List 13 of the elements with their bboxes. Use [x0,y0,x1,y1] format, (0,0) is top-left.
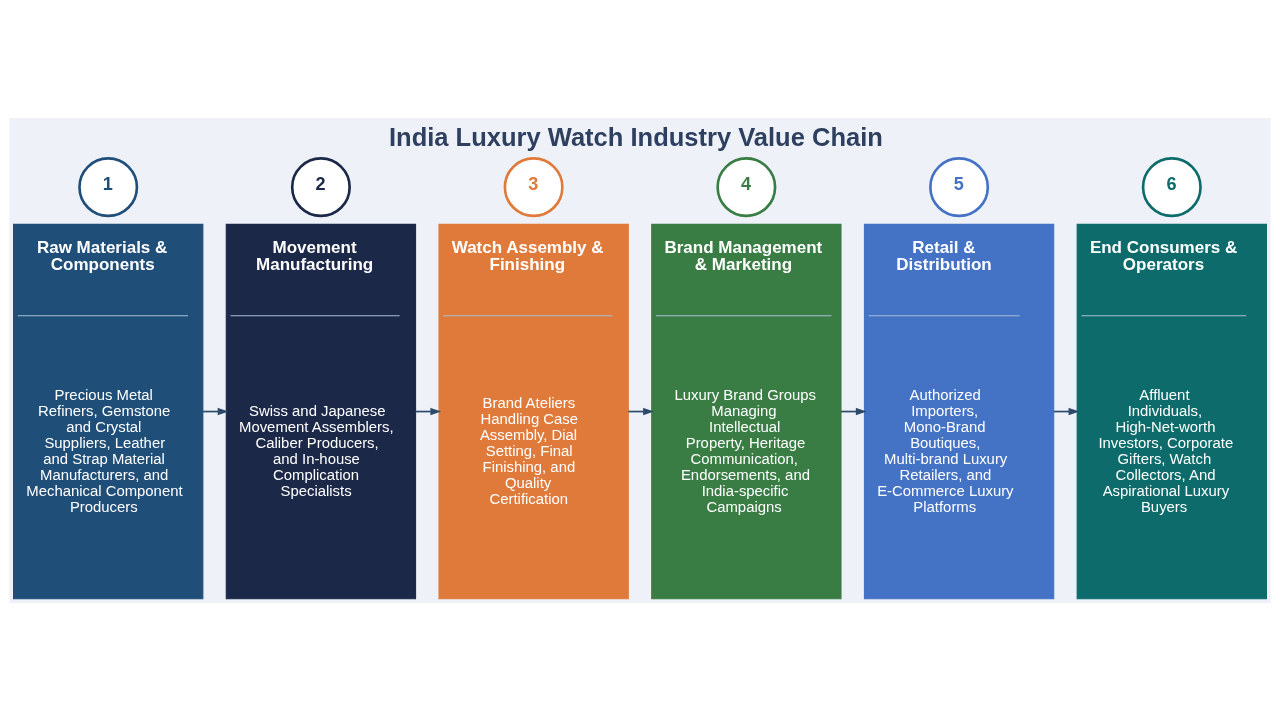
node-box: End Consumers & Operators Affluent Individuals, High-Net-worth Investors, Corporate Gifters, Watch Collectors, And Aspirational Luxury Buyers [1076,223,1267,599]
node-circle: 2 [290,156,351,217]
node-circle: 1 [78,156,139,217]
diagram-title: India Luxury Watch Industry Value Chain [388,122,883,151]
node-box: Retail & Distribution Authorized Importers, Mono-Brand Boutiques, Multi-brand Luxury Retailers, and E-Commerce Luxury Platforms [863,223,1055,599]
node-box: Movement Manufacturing Swiss and Japanese Movement Assemblers, Caliber Producers, and In-house Complication Specialists [225,223,417,599]
node-circle: 3 [503,156,564,217]
node-box: Watch Assembly & Finishing Brand Ateliers Handling Case Assembly, Dial Setting, Final Finishing, and Quality Certification [438,223,629,599]
node-circle: 6 [1141,156,1202,217]
node-circle: 5 [929,156,990,217]
node-box: Raw Materials & Components Precious Metal Refiners, Gemstone and Crystal Suppliers, Leather and Strap Material Manufacturers, and Mechanical Component Producers [13,223,204,599]
node-box: Brand Management & Marketing Luxury Brand Groups Managing Intellectual Property, Heritage Communication, Endorsements, and India-specific Campaigns [651,223,842,599]
node-circle: 4 [716,156,777,217]
